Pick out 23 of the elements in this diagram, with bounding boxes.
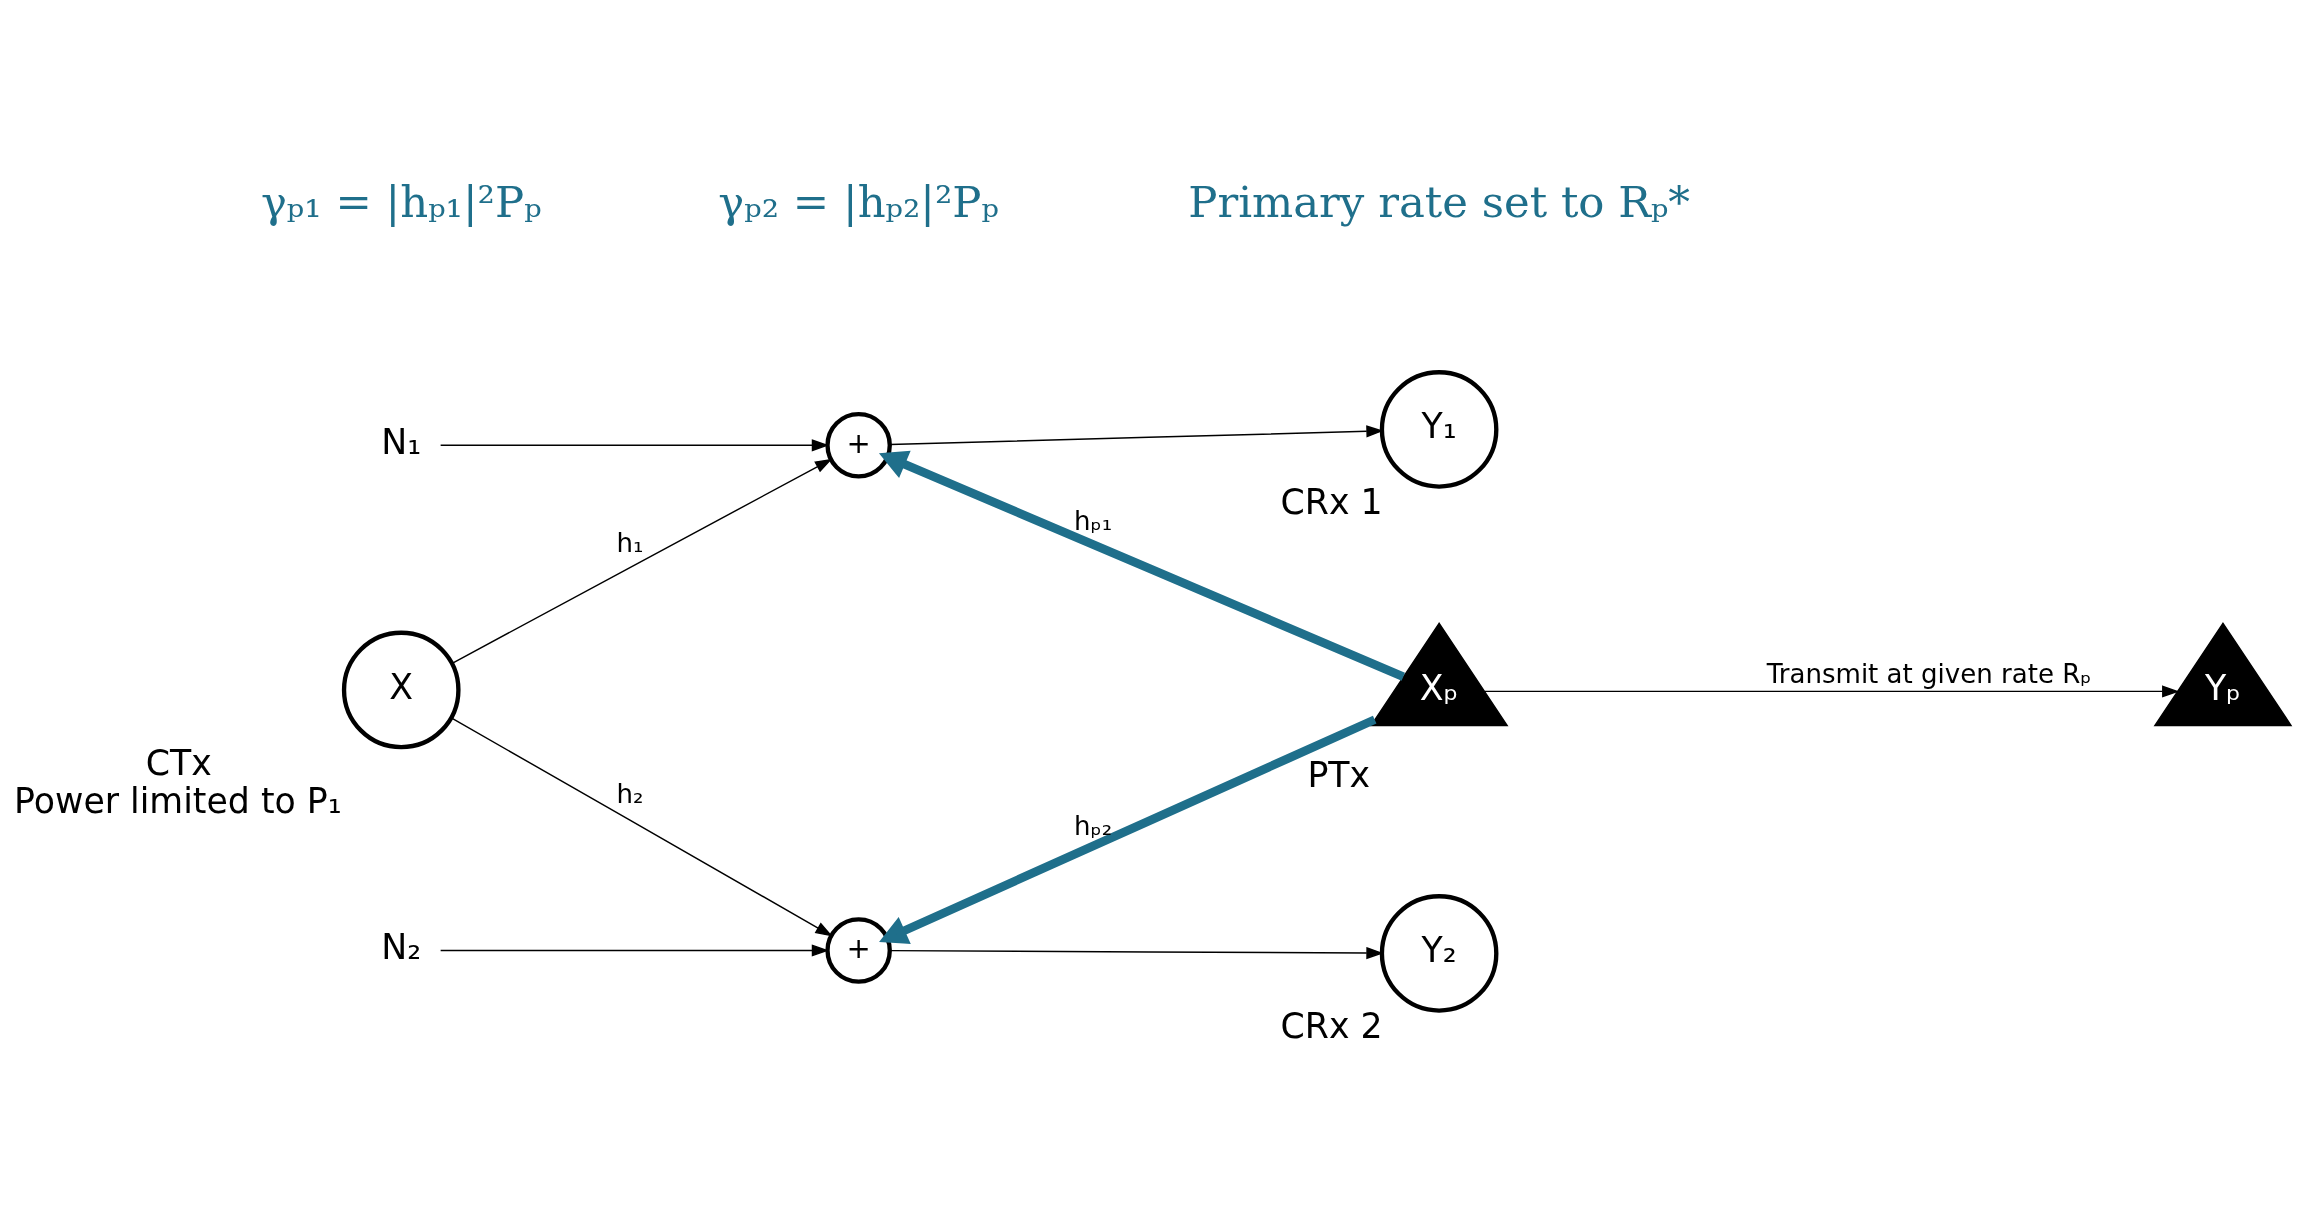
node-circle: Y₁	[1379, 369, 1499, 489]
arrow	[1484, 684, 2180, 697]
node-label: Power limited to P₁	[14, 780, 342, 821]
node-circle: X	[341, 630, 461, 749]
edge-label: h₁	[616, 527, 644, 558]
arrow	[879, 715, 1377, 944]
node-text: N₁	[381, 421, 422, 462]
arrow	[878, 450, 1405, 681]
edge-label: hₚ₂	[1074, 810, 1113, 841]
node-circle: +	[825, 411, 892, 479]
label: γₚ₂ = |hₚ₂|²Pₚ	[718, 176, 999, 227]
arrow	[451, 458, 833, 664]
node-label: CTx	[145, 742, 212, 783]
arrow	[450, 716, 833, 936]
node-text: N₂	[381, 926, 422, 967]
edge-label: Transmit at given rate Rₚ	[1766, 658, 2092, 689]
node-circle: +	[825, 916, 892, 984]
label: γₚ₁ = |hₚ₁|²Pₚ	[260, 176, 542, 227]
edge-label: h₂	[616, 778, 644, 809]
node-circle: Y₂	[1379, 893, 1499, 1013]
node-label: PTx	[1307, 754, 1371, 795]
label: Primary rate set to Rₚ*	[1188, 176, 1691, 227]
edge-label: hₚ₁	[1074, 505, 1113, 536]
